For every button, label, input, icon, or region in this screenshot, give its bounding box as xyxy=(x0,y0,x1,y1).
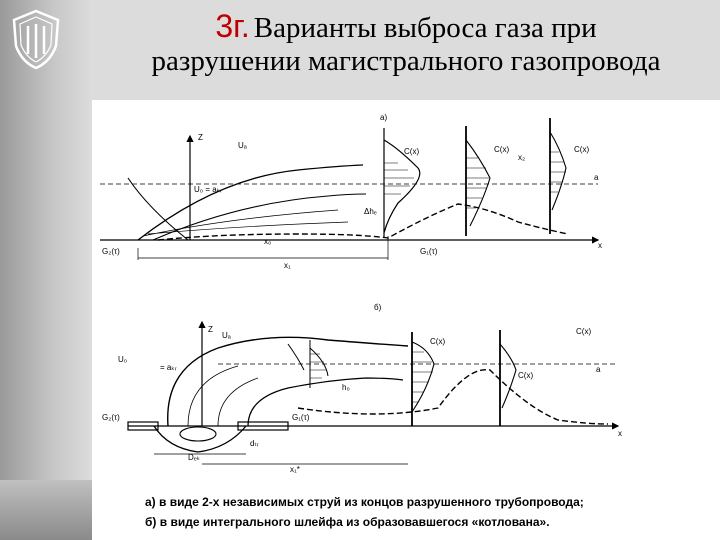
a-jet-left xyxy=(127,177,189,241)
b-panel-label: б) xyxy=(374,303,382,312)
a-plume-curve xyxy=(157,203,569,241)
a-stream-lines xyxy=(142,209,349,237)
caption-line-a: а) в виде 2-х независимых струй из концо… xyxy=(145,495,584,509)
b-pipe-right xyxy=(237,421,289,431)
a-g1-label: G₁(τ) xyxy=(420,247,438,256)
title-line2: разрушении магистрального газопровода xyxy=(151,45,661,78)
a-jet-lower xyxy=(152,193,367,241)
strip-bottom-shade xyxy=(0,480,92,540)
a-cx2-label: C(x) xyxy=(494,145,509,154)
b-ua-label: Uₐ xyxy=(222,331,232,340)
a-u0-label: U₀ = aₖᵣ xyxy=(194,185,222,194)
b-cx1-label: C(x) xyxy=(430,337,445,346)
left-decor-strip xyxy=(0,0,92,540)
diagram-a-labels: а) Z Uₐ U₀ = aₖᵣ C(x) C(x) x₂ C(x) a Δhₑ… xyxy=(102,113,602,270)
a-x1-label: x₁ xyxy=(284,261,291,270)
a-x2-label: x₂ xyxy=(518,153,525,162)
a-jet-upper xyxy=(137,164,364,241)
a-x0-label: x₀ xyxy=(264,237,271,246)
b-x-label: x xyxy=(618,429,622,438)
university-emblem-icon xyxy=(12,9,60,70)
a-panel-label: а) xyxy=(380,113,387,122)
a-profile-1 xyxy=(383,128,421,238)
figure-caption: а) в виде 2-х независимых струй из концо… xyxy=(145,492,584,532)
b-h0-label: h₀ xyxy=(342,383,350,392)
diagram-b xyxy=(127,320,620,465)
b-cx2-label: C(x) xyxy=(518,371,533,380)
a-g2-label: G₂(τ) xyxy=(102,247,120,256)
caption-line-b: б) в виде интегрального шлейфа из образо… xyxy=(145,515,550,529)
diagram-a xyxy=(100,118,600,260)
a-z-label: Z xyxy=(198,133,203,142)
a-profile-1-fill xyxy=(384,162,414,195)
a-cx1-label: C(x) xyxy=(404,147,419,156)
b-plume-arcs xyxy=(187,365,259,427)
b-profile-1-fill xyxy=(412,351,433,403)
b-z-label: Z xyxy=(208,325,213,334)
title-line1: Варианты выброса газа при xyxy=(253,12,597,44)
a-profile-2-fill xyxy=(466,157,489,209)
gas-release-diagram: а) Z Uₐ U₀ = aₖᵣ C(x) C(x) x₂ C(x) a Δhₑ… xyxy=(100,113,622,474)
b-g1-label: G₁(τ) xyxy=(292,413,310,422)
b-cx3-label: C(x) xyxy=(576,327,591,336)
b-profile-1 xyxy=(411,341,435,413)
a-x-label: x xyxy=(598,241,602,250)
a-profile-2 xyxy=(465,139,491,227)
b-plume-centerline xyxy=(297,368,609,425)
b-profile-2 xyxy=(499,343,517,409)
a-ua-label: Uₐ xyxy=(238,141,248,150)
b-x1-label: x₁* xyxy=(290,465,300,474)
b-pipe-cross-section xyxy=(179,426,217,442)
a-cx3-label: C(x) xyxy=(574,145,589,154)
b-pipe-left xyxy=(127,421,159,431)
slide-title: 3г. Варианты выброса газа при разрушении… xyxy=(92,8,720,79)
a-profile-3 xyxy=(549,131,567,211)
b-mid-fill xyxy=(310,353,326,379)
title-bar xyxy=(92,0,720,100)
b-plume-outer xyxy=(167,336,409,427)
b-dtr-label: dₜᵣ xyxy=(250,439,259,448)
diagram-b-labels: б) Z Uₐ U₀ = aₖᵣ h₀ C(x) C(x) C(x) a x G… xyxy=(102,303,622,474)
a-profile-3-fill xyxy=(550,151,566,193)
b-u0-label: U₀ xyxy=(118,355,127,364)
a-a-label: a xyxy=(594,173,599,182)
title-number: 3г. xyxy=(215,8,250,44)
b-akr-label: = aₖᵣ xyxy=(160,363,177,372)
b-g2-label: G₂(τ) xyxy=(102,413,120,422)
a-dh-label: Δhₑ xyxy=(364,207,377,216)
b-dek-label: Dₑₖ xyxy=(188,453,200,462)
b-a-label: a xyxy=(596,365,601,374)
b-crater xyxy=(153,425,247,453)
b-plume-inner xyxy=(247,377,404,427)
